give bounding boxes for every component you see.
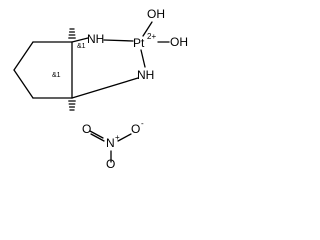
pt-charge-label: 2+ (147, 32, 156, 41)
bond-nh-pt-upper (103, 39, 134, 42)
nitrate-bonds (89, 130, 132, 163)
nh-upper-label: NH (87, 32, 104, 46)
stereo-hash-upper (68, 28, 76, 39)
bond-nh-pt-lower (140, 49, 146, 68)
oh-right-label: OH (170, 35, 188, 49)
ring-bond (13, 41, 34, 71)
nh-lower-label: NH (137, 68, 154, 82)
bond-c-nh-lower (71, 77, 139, 99)
chemical-structure: NH NH Pt 2+ OH OH &1 &1 N + O O - O (13, 7, 188, 171)
nitrate-o-bottom: O (106, 157, 115, 171)
pt-label: Pt (133, 36, 145, 50)
oh-top-label: OH (147, 7, 165, 21)
cyclohexane-ring (13, 41, 73, 99)
stereo-hash-lower (68, 100, 76, 111)
nitrate-n-charge: + (115, 133, 120, 142)
bond-pt-oh-top (142, 21, 153, 37)
ring-bond (13, 69, 34, 99)
nitrate-o-right: O (131, 122, 140, 136)
nitrate-n-label: N (106, 136, 115, 150)
stereo-label-upper: &1 (77, 43, 86, 50)
nitrate-o-left: O (82, 122, 91, 136)
nitrate-o-right-charge: - (141, 119, 144, 128)
stereo-label-lower: &1 (52, 72, 61, 79)
bond-c-nh-upper (71, 37, 89, 43)
